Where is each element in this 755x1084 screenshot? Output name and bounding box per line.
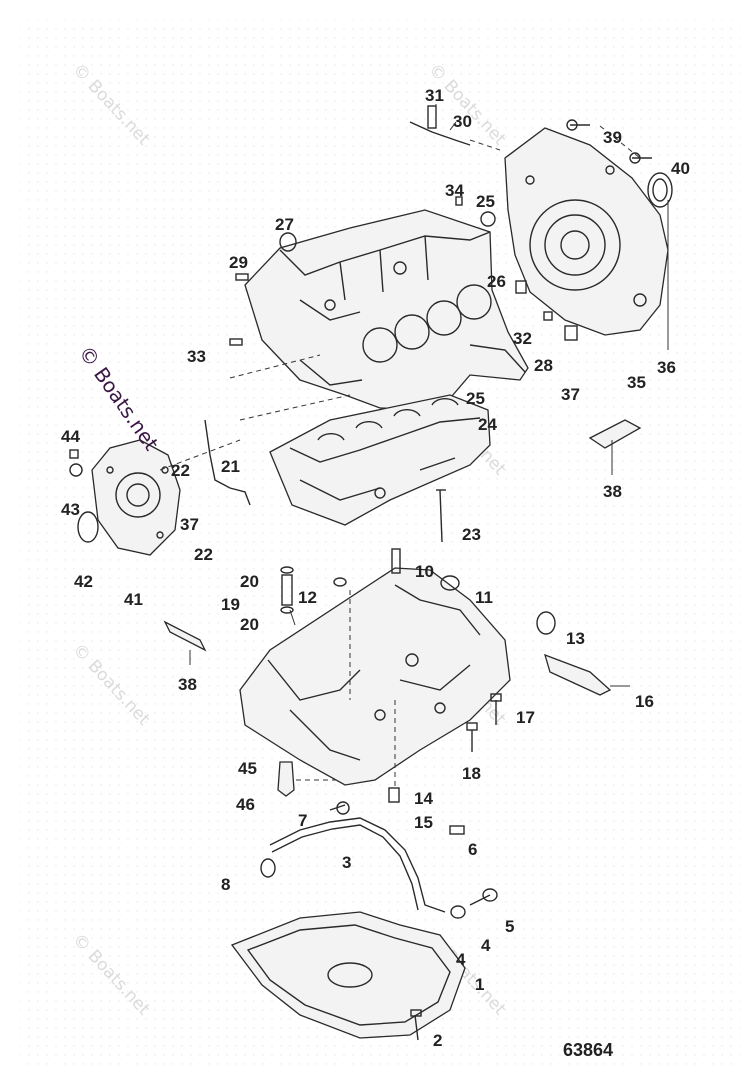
diagram-id: 63864 xyxy=(563,1040,613,1060)
callout-8: 8 xyxy=(221,875,230,894)
callout-32: 32 xyxy=(513,329,532,348)
callout-2: 2 xyxy=(433,1031,442,1050)
callout-38: 38 xyxy=(603,482,622,501)
callout-34: 34 xyxy=(445,181,464,200)
fitting-44 xyxy=(69,449,79,459)
callout-10: 10 xyxy=(415,562,434,581)
seal-40 xyxy=(647,172,673,208)
callout-24: 24 xyxy=(478,415,497,434)
callout-37: 37 xyxy=(561,385,580,404)
callout-1: 1 xyxy=(475,975,484,994)
callout-16: 16 xyxy=(635,692,654,711)
callout-33: 33 xyxy=(187,347,206,366)
callout-12: 12 xyxy=(298,588,317,607)
callout-20: 20 xyxy=(240,572,259,591)
sealant-tube-38-left xyxy=(163,620,207,652)
callout-15: 15 xyxy=(414,813,433,832)
callout-4: 4 xyxy=(481,936,491,955)
callout-35: 35 xyxy=(627,373,646,392)
callout-44: 44 xyxy=(61,427,80,446)
oil-pan-lower xyxy=(230,911,466,1039)
callout-31: 31 xyxy=(425,86,444,105)
callout-30: 30 xyxy=(453,112,472,131)
callout-4b: 4 xyxy=(456,950,466,969)
callout-41: 41 xyxy=(124,590,143,609)
callout-25b: 25 xyxy=(466,389,485,408)
callout-21: 21 xyxy=(221,457,240,476)
seal-42 xyxy=(77,511,99,543)
callout-36: 36 xyxy=(657,358,676,377)
front-cover xyxy=(91,439,181,556)
callout-40: 40 xyxy=(671,159,690,178)
callout-6: 6 xyxy=(468,840,477,859)
callout-22b: 22 xyxy=(194,545,213,564)
callout-45: 45 xyxy=(238,759,257,778)
callout-7: 7 xyxy=(298,811,307,830)
callout-27: 27 xyxy=(275,215,294,234)
dipstick-tube xyxy=(269,817,446,913)
engine-block xyxy=(244,209,529,411)
callout-46: 46 xyxy=(236,795,255,814)
callout-28: 28 xyxy=(534,356,553,375)
callout-5: 5 xyxy=(505,917,514,936)
callout-38b: 38 xyxy=(178,675,197,694)
callout-14: 14 xyxy=(414,789,433,808)
callout-19: 19 xyxy=(221,595,240,614)
callout-11: 11 xyxy=(475,588,493,607)
sealant-tube-16 xyxy=(544,653,612,696)
callout-13: 13 xyxy=(566,629,585,648)
callout-25: 25 xyxy=(476,192,495,211)
bedplate xyxy=(269,394,491,526)
callout-20b: 20 xyxy=(240,615,259,634)
callout-22: 22 xyxy=(171,461,190,480)
oil-pan-upper xyxy=(239,567,511,786)
callout-26: 26 xyxy=(487,272,506,291)
callout-17: 17 xyxy=(516,708,535,727)
callout-37b: 37 xyxy=(180,515,199,534)
callout-18: 18 xyxy=(462,764,481,783)
callout-42: 42 xyxy=(74,572,93,591)
sealant-tube-38-right xyxy=(588,419,642,449)
callout-39: 39 xyxy=(603,128,622,147)
callout-3: 3 xyxy=(342,853,351,872)
flywheel-housing xyxy=(504,127,669,336)
o-ring-43 xyxy=(69,463,83,477)
callout-29: 29 xyxy=(229,253,248,272)
callout-labels: 31 30 39 40 34 25 27 29 26 32 28 33 37 3… xyxy=(61,86,690,1050)
callout-23: 23 xyxy=(462,525,481,544)
callout-43: 43 xyxy=(61,500,80,519)
dipstick-21 xyxy=(204,419,251,506)
